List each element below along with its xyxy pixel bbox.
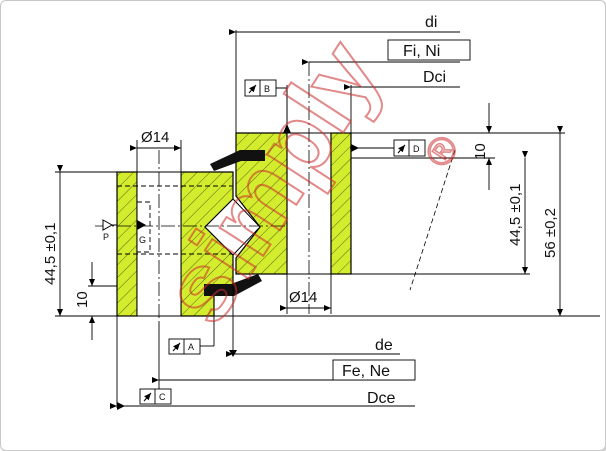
fe-ne-label: Fe, Ne: [342, 363, 390, 380]
fe-ne-box: [332, 359, 416, 381]
datum-box-b: B: [244, 79, 277, 97]
roller-raceway: [204, 198, 261, 256]
dimension-lines: [57, 29, 563, 409]
seals: [204, 150, 265, 296]
datum-b-label: B: [264, 84, 270, 94]
dim-10-left-label: 10: [74, 291, 91, 308]
hole-diameter-top-label: Ø14: [141, 129, 169, 146]
extension-lines: [55, 30, 600, 408]
p-label: P: [103, 232, 109, 242]
de-label: de: [375, 337, 393, 354]
datum-box-d: D: [393, 139, 426, 157]
dim-10-top-label: 10: [472, 143, 489, 160]
hole-diameter-bottom-label: Ø14: [289, 289, 317, 306]
inner-ring-section: [235, 132, 352, 275]
datum-d-label: D: [413, 144, 420, 154]
outer-ring-section: [116, 171, 234, 317]
height-56-label: 56 ±0,2: [542, 208, 559, 258]
di-label: di: [425, 14, 437, 31]
height-44-right-label: 44,5 ±0,1: [507, 184, 524, 246]
fi-ni-label: Fi, Ni: [403, 43, 440, 60]
label: ®: [417, 129, 467, 175]
datum-box-a: A: [168, 338, 201, 355]
dci-label: Dci: [423, 69, 446, 86]
datum-c-label: C: [159, 392, 166, 402]
datum-markers: [117, 124, 359, 410]
datum-a-label: A: [188, 342, 194, 352]
fi-ni-box: [387, 39, 471, 61]
load-point-marker: [102, 219, 114, 231]
g-label: G: [139, 235, 146, 245]
section-leader-line: [409, 149, 456, 291]
datum-box-c: C: [139, 388, 172, 405]
height-44-left-label: 44,5 ±0,1: [42, 223, 59, 285]
dce-label: Dce: [367, 390, 396, 407]
